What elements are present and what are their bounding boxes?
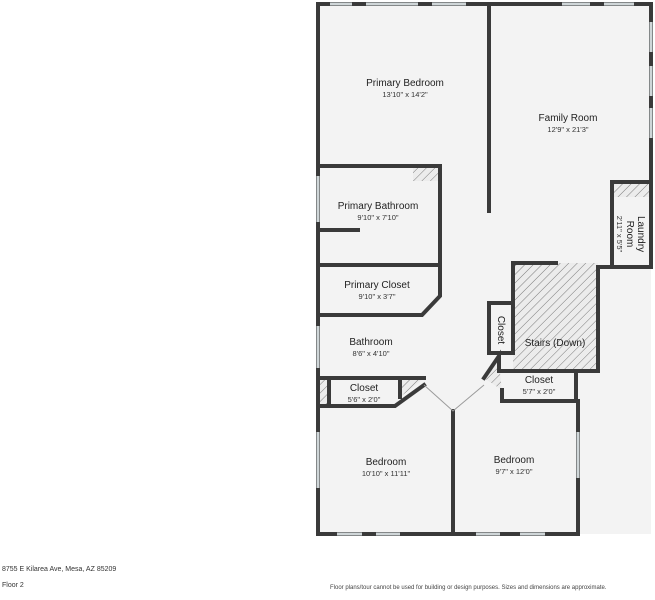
floor-label: Floor 2	[2, 582, 24, 589]
closet-right-dim: 5'7" x 2'0"	[523, 387, 556, 396]
closet-left-hatch-a	[319, 380, 329, 406]
closet-left-hatch-b	[400, 380, 422, 397]
stairs-name: Stairs (Down)	[525, 338, 586, 349]
hatched-areas	[319, 166, 650, 406]
bedroom-left-dim: 10'10" x 11'11"	[362, 469, 411, 478]
bedroom-right-name: Bedroom	[494, 455, 535, 466]
property-address: 8755 E Kilarea Ave, Mesa, AZ 85209	[2, 566, 117, 573]
bath-hatch	[413, 166, 440, 181]
bedroom-right-dim: 9'7" x 12'0"	[496, 467, 533, 476]
family-room-name: Family Room	[539, 113, 598, 124]
bedroom-left-name: Bedroom	[366, 457, 407, 468]
closet-right-name: Closet	[525, 375, 554, 386]
laundry-room-dim: 2'11" x 5'5"	[615, 216, 624, 253]
bathroom-name: Bathroom	[349, 337, 392, 348]
windows	[316, 2, 653, 536]
door-lines	[423, 384, 485, 412]
laundry-room-name-line2: Room	[624, 221, 635, 248]
laundry-room-name-line1: Laundry	[635, 216, 646, 252]
closet-left-dim: 5'6" x 2'0"	[348, 395, 381, 404]
primary-closet-dim: 9'10" x 3'7"	[359, 292, 396, 301]
hall-closet-name: Closet	[495, 316, 506, 345]
primary-closet-name: Primary Closet	[344, 280, 410, 291]
room-labels: Primary Bedroom 13'10" x 14'2" Family Ro…	[338, 78, 646, 478]
closet-left-name: Closet	[350, 383, 379, 394]
laundry-hatch	[612, 184, 650, 197]
disclaimer-text: Floor plans/tour cannot be used for buil…	[330, 585, 607, 591]
primary-bathroom-name: Primary Bathroom	[338, 201, 419, 212]
stairs-hatch	[513, 263, 598, 371]
primary-bedroom-dim: 13'10" x 14'2"	[382, 90, 428, 99]
bathroom-dim: 8'6" x 4'10"	[353, 349, 390, 358]
family-room-dim: 12'9" x 21'3"	[547, 125, 588, 134]
primary-bathroom-dim: 9'10" x 7'10"	[357, 213, 398, 222]
primary-bedroom-name: Primary Bedroom	[366, 78, 444, 89]
